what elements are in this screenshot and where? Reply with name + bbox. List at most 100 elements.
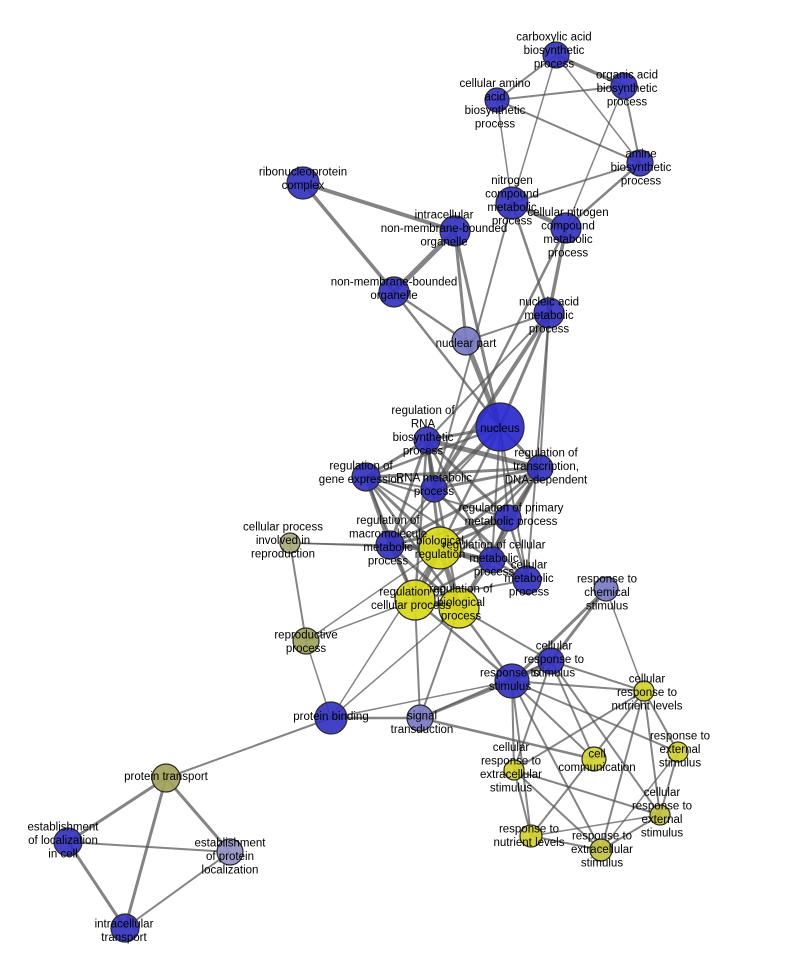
edge-protein_binding--biological_regulation <box>330 547 441 719</box>
node-cell_resp_external[interactable] <box>649 804 671 826</box>
edge-layer <box>66 53 679 930</box>
node-cpir[interactable] <box>279 532 301 554</box>
node-amine[interactable] <box>626 149 654 177</box>
node-est_protein_local[interactable] <box>216 838 244 866</box>
edge-nucleic_acid--rna_metabolic <box>432 311 551 491</box>
edge-resp_stimulus--resp_nutrient <box>511 680 532 837</box>
edge-cell_resp_stimulus--resp_chemical <box>549 587 608 663</box>
node-reg_cellular_metabolic[interactable] <box>478 546 506 574</box>
node-rnp_complex[interactable] <box>286 166 320 200</box>
edge-cell_resp_stimulus--cell_resp_external <box>550 660 661 816</box>
node-protein_transport[interactable] <box>151 763 181 793</box>
node-reproductive_process[interactable] <box>292 627 320 655</box>
node-organic_acid[interactable] <box>610 72 638 100</box>
edge-rnp_complex--nmb_organelle <box>301 181 396 294</box>
node-cell_resp_extracellular[interactable] <box>503 759 525 781</box>
edge-cell_resp_nutrient--cell_resp_extracellular <box>513 690 645 771</box>
node-nucleic_acid[interactable] <box>533 297 565 329</box>
node-reg_transcription[interactable] <box>526 454 554 482</box>
node-reg_biological_process[interactable] <box>438 587 480 629</box>
edge-rnp_complex--intracellular_nmb <box>301 181 457 233</box>
edge-carboxylic_acid--nitrogen <box>511 54 557 204</box>
edge-resp_stimulus--resp_chemical <box>510 587 608 683</box>
node-rna_metabolic[interactable] <box>420 475 448 503</box>
edge-reg_rna_biosyn--reg_transcription <box>424 437 543 471</box>
node-intracellular_transport[interactable] <box>110 913 140 943</box>
node-nitrogen[interactable] <box>495 186 529 220</box>
node-carboxylic_acid[interactable] <box>542 41 570 69</box>
node-reg_primary[interactable] <box>494 504 522 532</box>
edge-protein_transport--intracellular_transport <box>123 776 168 930</box>
node-resp_chemical[interactable] <box>593 576 619 602</box>
node-reg_rna_biosyn[interactable] <box>413 426 441 454</box>
node-biological_regulation[interactable] <box>418 526 462 570</box>
edge-resp_stimulus--cell_resp_nutrient <box>511 680 645 692</box>
node-cell_resp_nutrient[interactable] <box>633 680 655 702</box>
edge-resp_external--resp_extracellular <box>600 751 679 851</box>
edge-reg_rna_biosyn--reg_cellular_process <box>413 438 429 602</box>
edge-carboxylic_acid--amine <box>555 54 641 164</box>
node-nucleus[interactable] <box>475 402 525 452</box>
edge-reg_transcription--reg_gene_expr <box>364 466 542 479</box>
edge-reg_transcription--reg_cellular_process <box>413 466 542 602</box>
edge-protein_binding--protein_transport <box>165 717 332 779</box>
node-resp_extracellular[interactable] <box>589 838 613 862</box>
node-resp_nutrient[interactable] <box>519 824 543 848</box>
edge-nitrogen--nucleic_acid <box>510 201 551 315</box>
node-reg_gene_expr[interactable] <box>351 462 381 492</box>
node-nmb_organelle[interactable] <box>378 276 410 308</box>
edge-cell_resp_extracellular--resp_extracellular <box>513 769 602 851</box>
edge-intracellular_nmb--nucleus <box>453 229 502 429</box>
edge-resp_chemical--cell_resp_nutrient <box>605 588 645 692</box>
edge-amine--nitrogen <box>511 162 641 204</box>
node-cellular_nitrogen[interactable] <box>550 212 582 244</box>
node-label-protein_transport: protein transport <box>124 771 209 783</box>
node-cellular_metabolic[interactable] <box>512 565 542 595</box>
edge-cellular_amino--nitrogen <box>496 99 513 204</box>
node-est_local_cell[interactable] <box>53 827 83 857</box>
node-cell_resp_stimulus[interactable] <box>537 647 565 675</box>
node-cell_communication[interactable] <box>581 746 607 772</box>
edge-reg_rna_biosyn--reg_macromolecule <box>388 438 429 547</box>
node-reg_cellular_process[interactable] <box>394 579 436 621</box>
node-resp_external[interactable] <box>667 741 689 763</box>
node-nuclear_part[interactable] <box>451 326 481 356</box>
node-resp_stimulus[interactable] <box>494 663 530 699</box>
node-label-nucleus: nucleus <box>480 423 520 435</box>
edge-organic_acid--cellular_nitrogen <box>565 85 625 229</box>
edge-protein_transport--est_protein_local <box>164 776 232 854</box>
edge-nucleus--cellular_metabolic <box>499 426 528 581</box>
edge-resp_stimulus--cell_communication <box>511 680 595 760</box>
edge-nucleic_acid--reg_rna_biosyn <box>426 312 550 441</box>
node-signal_transduction[interactable] <box>406 704 434 732</box>
edge-cell_resp_stimulus--cell_communication <box>550 660 595 760</box>
node-protein_binding[interactable] <box>314 701 348 735</box>
node-label-nuclear_part: nuclear part <box>436 338 498 350</box>
node-layer <box>53 41 689 943</box>
node-cellular_amino[interactable] <box>484 87 510 113</box>
node-reg_macromolecule[interactable] <box>375 530 405 560</box>
node-intracellular_nmb[interactable] <box>439 215 471 247</box>
edge-amine--cellular_nitrogen <box>564 161 642 230</box>
